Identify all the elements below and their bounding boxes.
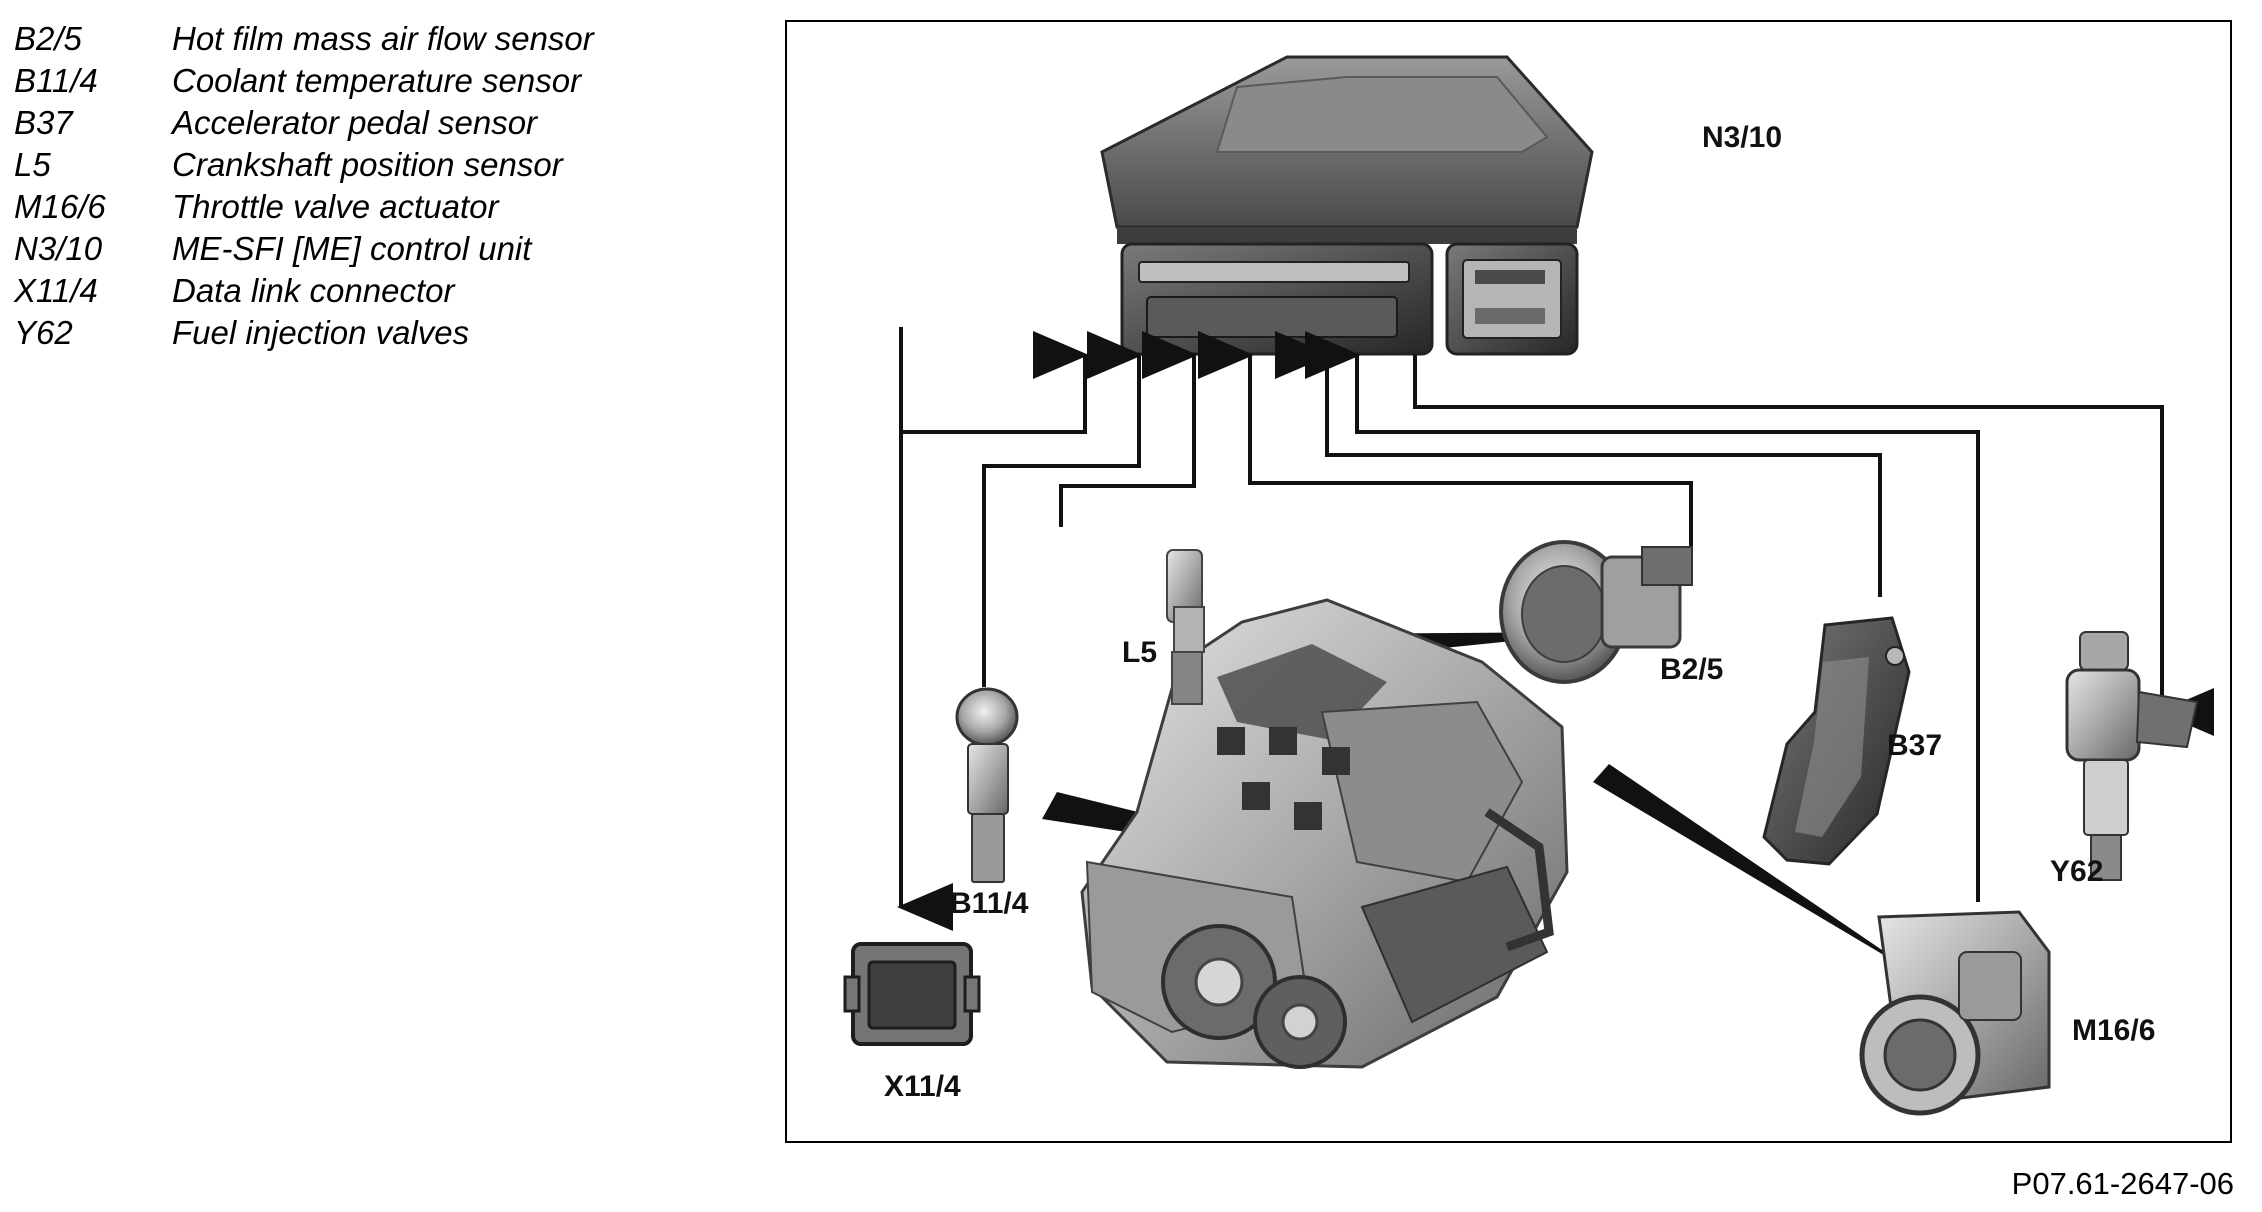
legend-code: B11/4 [14,62,98,99]
callout-b37: B37 [1887,729,1942,762]
callout-m16-6: M16/6 [2072,1014,2155,1047]
legend-row-x11-4: X11/4 Data link connector [14,270,734,312]
pointer-m16-6 [1593,764,1929,982]
legend-description: Fuel injection valves [172,314,470,351]
legend-description: Hot film mass air flow sensor [172,20,594,57]
legend-code: B2/5 [14,20,82,57]
wire-x11-4 [899,327,1089,434]
data-link-connector-x11-4 [843,942,981,1046]
crankshaft-sensor-l5 [1166,549,1205,705]
callout-x11-4: X11/4 [884,1070,961,1103]
callout-b11-4: B11/4 [950,887,1029,920]
wire-b11-4 [982,331,1143,687]
legend-code: Y62 [14,314,73,351]
coolant-temp-sensor-b11-4 [955,687,1019,883]
callout-l5: L5 [1122,636,1157,669]
wiring-diagram: N3/10 L5 B2/5 B37 Y62 B11/4 X11/4 M16/6 [843,55,2214,1116]
legend-row-b11-4: B11/4 Coolant temperature sensor [14,60,734,102]
wire-l5 [1059,331,1198,527]
legend-description: Throttle valve actuator [172,188,499,225]
legend-row-n3-10: N3/10 ME-SFI [ME] control unit [14,228,734,270]
diagram-frame: N3/10 L5 B2/5 B37 Y62 B11/4 X11/4 M16/6 [785,20,2232,1143]
legend-description: Accelerator pedal sensor [172,104,538,141]
legend-code: B37 [14,104,73,141]
legend-description: ME-SFI [ME] control unit [172,230,532,267]
callout-b2-5: B2/5 [1660,653,1723,686]
maf-sensor-b2-5 [1499,540,1693,684]
legend-row-y62: Y62 Fuel injection valves [14,312,734,354]
fuel-injection-valve-y62 [2065,631,2199,881]
callout-y62: Y62 [2050,855,2103,888]
legend-list: B2/5 Hot film mass air flow sensor B11/4… [14,18,734,354]
engine-illustration [1080,598,1569,1069]
legend-description: Crankshaft position sensor [172,146,563,183]
wiring-lines [897,327,2214,931]
legend-row-l5: L5 Crankshaft position sensor [14,144,734,186]
legend-description: Coolant temperature sensor [172,62,582,99]
legend-row-b37: B37 Accelerator pedal sensor [14,102,734,144]
pedal-sensor-b37 [1762,616,1911,866]
legend-code: X11/4 [14,272,98,309]
legend-row-b2-5: B2/5 Hot film mass air flow sensor [14,18,734,60]
legend-code: N3/10 [14,230,103,267]
throttle-valve-actuator-m16-6 [1859,910,2051,1116]
control-unit-n3-10 [1100,55,1594,356]
legend-code: M16/6 [14,188,106,225]
legend-row-m16-6: M16/6 Throttle valve actuator [14,186,734,228]
callout-n3-10: N3/10 [1702,121,1782,154]
wire-b2-5 [1248,355,1693,562]
legend-code: L5 [14,146,51,183]
wire-y62 [1413,355,2214,736]
legend-description: Data link connector [172,272,455,309]
figure-code: P07.61-2647-06 [2011,1166,2234,1201]
